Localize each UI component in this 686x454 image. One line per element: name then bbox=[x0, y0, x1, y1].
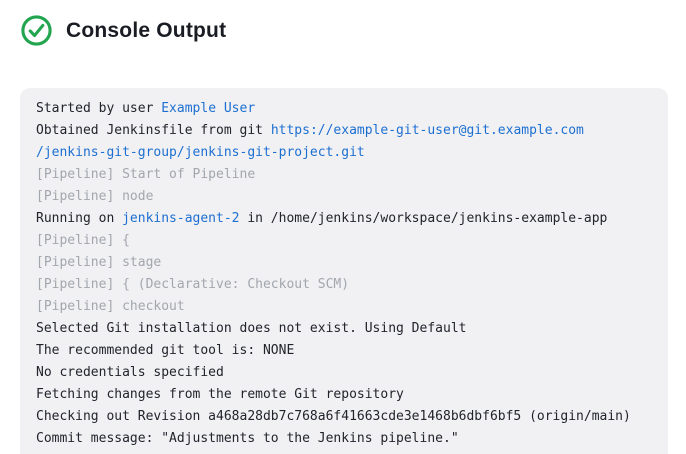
console-line: Fetching changes from the remote Git rep… bbox=[36, 384, 652, 406]
console-text: Started by user bbox=[36, 101, 162, 116]
console-line: [Pipeline] Start of Pipeline bbox=[36, 164, 652, 186]
console-text: [Pipeline] stage bbox=[36, 255, 162, 270]
console-line: [Pipeline] { bbox=[36, 230, 652, 252]
console-line: Started by user Example User bbox=[36, 98, 652, 120]
console-line: The recommended git tool is: NONE bbox=[36, 340, 652, 362]
console-link[interactable]: /jenkins-git-group/jenkins-git-project.g… bbox=[36, 145, 365, 160]
console-text: Fetching changes from the remote Git rep… bbox=[36, 387, 404, 402]
console-text: [Pipeline] Start of Pipeline bbox=[36, 167, 256, 182]
page-title: Console Output bbox=[66, 18, 227, 42]
success-check-icon bbox=[21, 15, 52, 46]
console-link[interactable]: jenkins-agent-2 bbox=[122, 211, 240, 226]
console-text: Commit message: "Adjustments to the Jenk… bbox=[36, 431, 459, 446]
console-line: Selected Git installation does not exist… bbox=[36, 318, 652, 340]
console-text: The recommended git tool is: NONE bbox=[36, 343, 295, 358]
console-text: Running on bbox=[36, 211, 123, 226]
console-text: [Pipeline] node bbox=[36, 189, 154, 204]
console-text: Obtained Jenkinsfile from git bbox=[36, 123, 271, 138]
console-line: [Pipeline] checkout bbox=[36, 296, 652, 318]
console-line: [Pipeline] stage bbox=[36, 252, 652, 274]
console-text: [Pipeline] { (Declarative: Checkout SCM) bbox=[36, 277, 350, 292]
console-text: Checking out Revision a468a28db7c768a6f4… bbox=[36, 409, 631, 424]
console-text: in /home/jenkins/workspace/jenkins-examp… bbox=[239, 211, 608, 226]
console-line: Obtained Jenkinsfile from git https://ex… bbox=[36, 120, 652, 142]
console-text: No credentials specified bbox=[36, 365, 224, 380]
console-line: [Pipeline] node bbox=[36, 186, 652, 208]
console-line: Running on jenkins-agent-2 in /home/jenk… bbox=[36, 208, 652, 230]
console-text: [Pipeline] checkout bbox=[36, 299, 185, 314]
page-header: Console Output bbox=[0, 0, 686, 47]
console-link[interactable]: Example User bbox=[161, 101, 256, 116]
console-line: No credentials specified bbox=[36, 362, 652, 384]
console-line: /jenkins-git-group/jenkins-git-project.g… bbox=[36, 142, 652, 164]
console-line: Commit message: "Adjustments to the Jenk… bbox=[36, 428, 652, 450]
console-line: Checking out Revision a468a28db7c768a6f4… bbox=[36, 406, 652, 428]
console-line: [Pipeline] { (Declarative: Checkout SCM) bbox=[36, 274, 652, 296]
console-text: [Pipeline] { bbox=[36, 233, 130, 248]
console-text: Selected Git installation does not exist… bbox=[36, 321, 467, 336]
console-link[interactable]: https://example-git-user@git.example.com bbox=[270, 123, 584, 138]
